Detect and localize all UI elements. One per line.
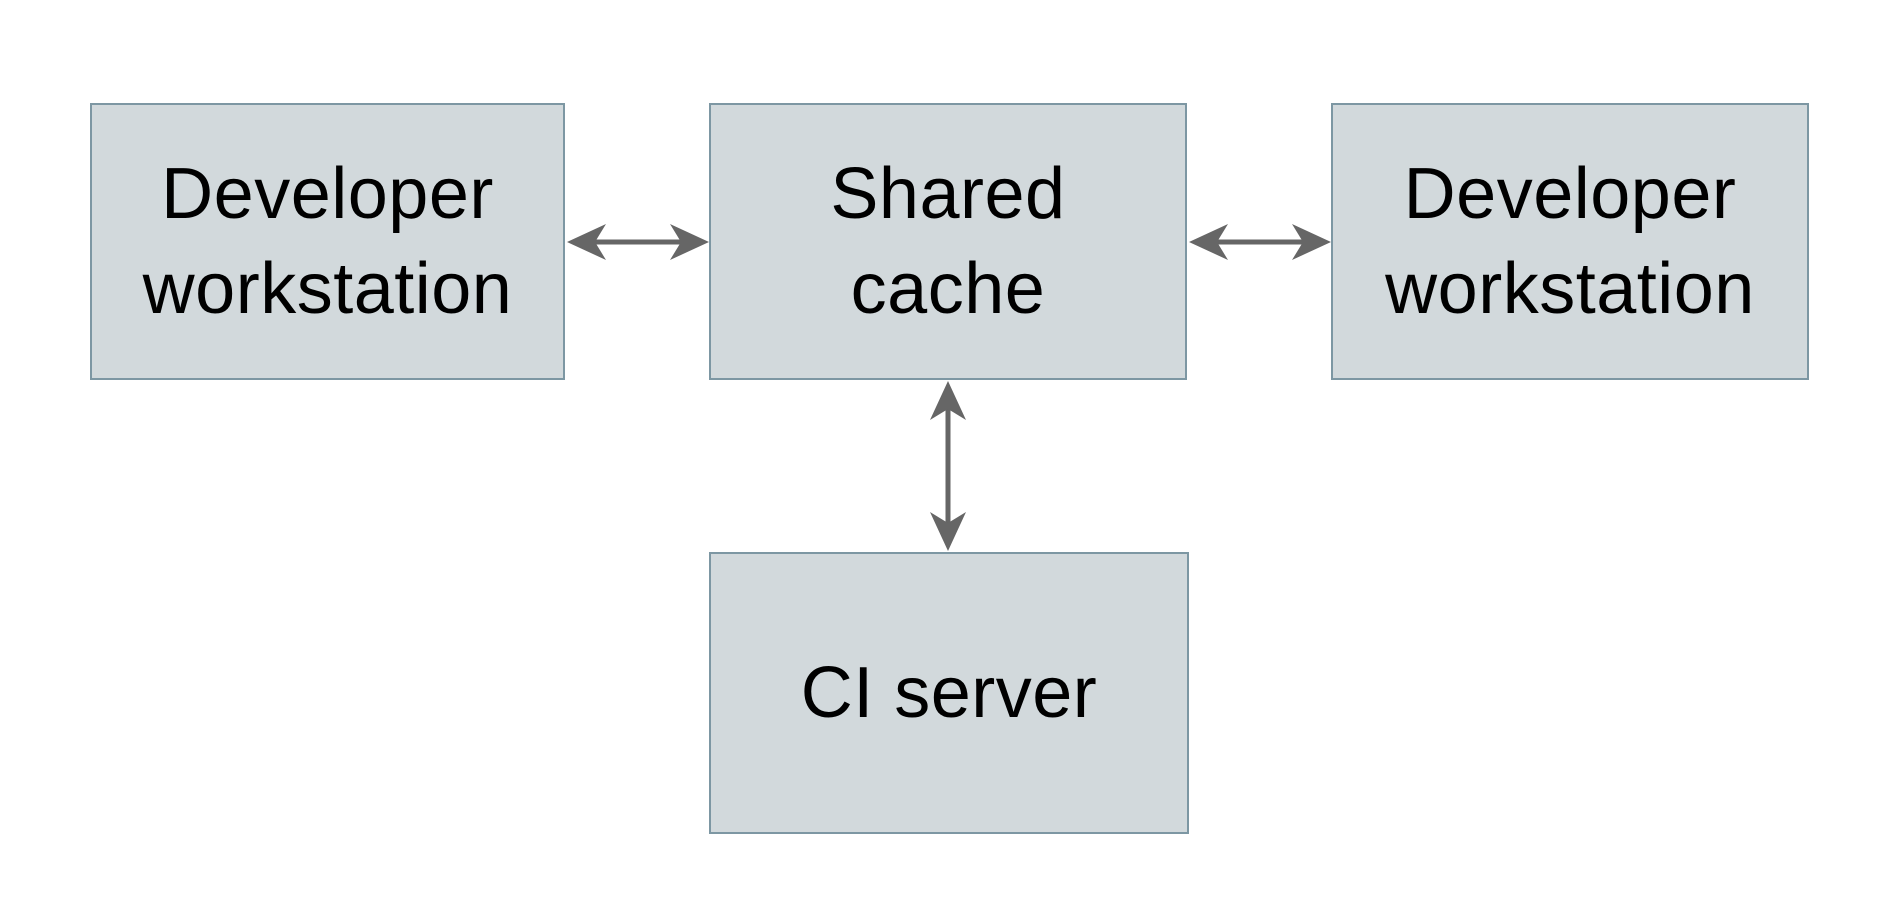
node-label-line: workstation [1385,248,1755,329]
arrow-cache-to-right-workstation [1189,224,1331,260]
node-label: CI server [801,646,1098,741]
node-label-line: workstation [142,248,513,329]
node-label-line: CI server [800,652,1098,733]
node-label: Shared cache [830,147,1065,337]
arrow-cache-to-ci-server [930,381,966,551]
node-developer-workstation-right: Developer workstation [1331,103,1809,380]
node-label-line: Developer [161,153,494,234]
node-label: Developer workstation [143,147,513,337]
node-label-line: Developer [1403,153,1737,234]
node-label-line: Shared [830,153,1066,234]
node-shared-cache: Shared cache [709,103,1187,380]
node-label-line: cache [850,248,1046,329]
node-ci-server: CI server [709,552,1189,834]
node-label: Developer workstation [1385,147,1755,337]
arrow-left-workstation-to-cache [567,224,709,260]
node-developer-workstation-left: Developer workstation [90,103,565,380]
